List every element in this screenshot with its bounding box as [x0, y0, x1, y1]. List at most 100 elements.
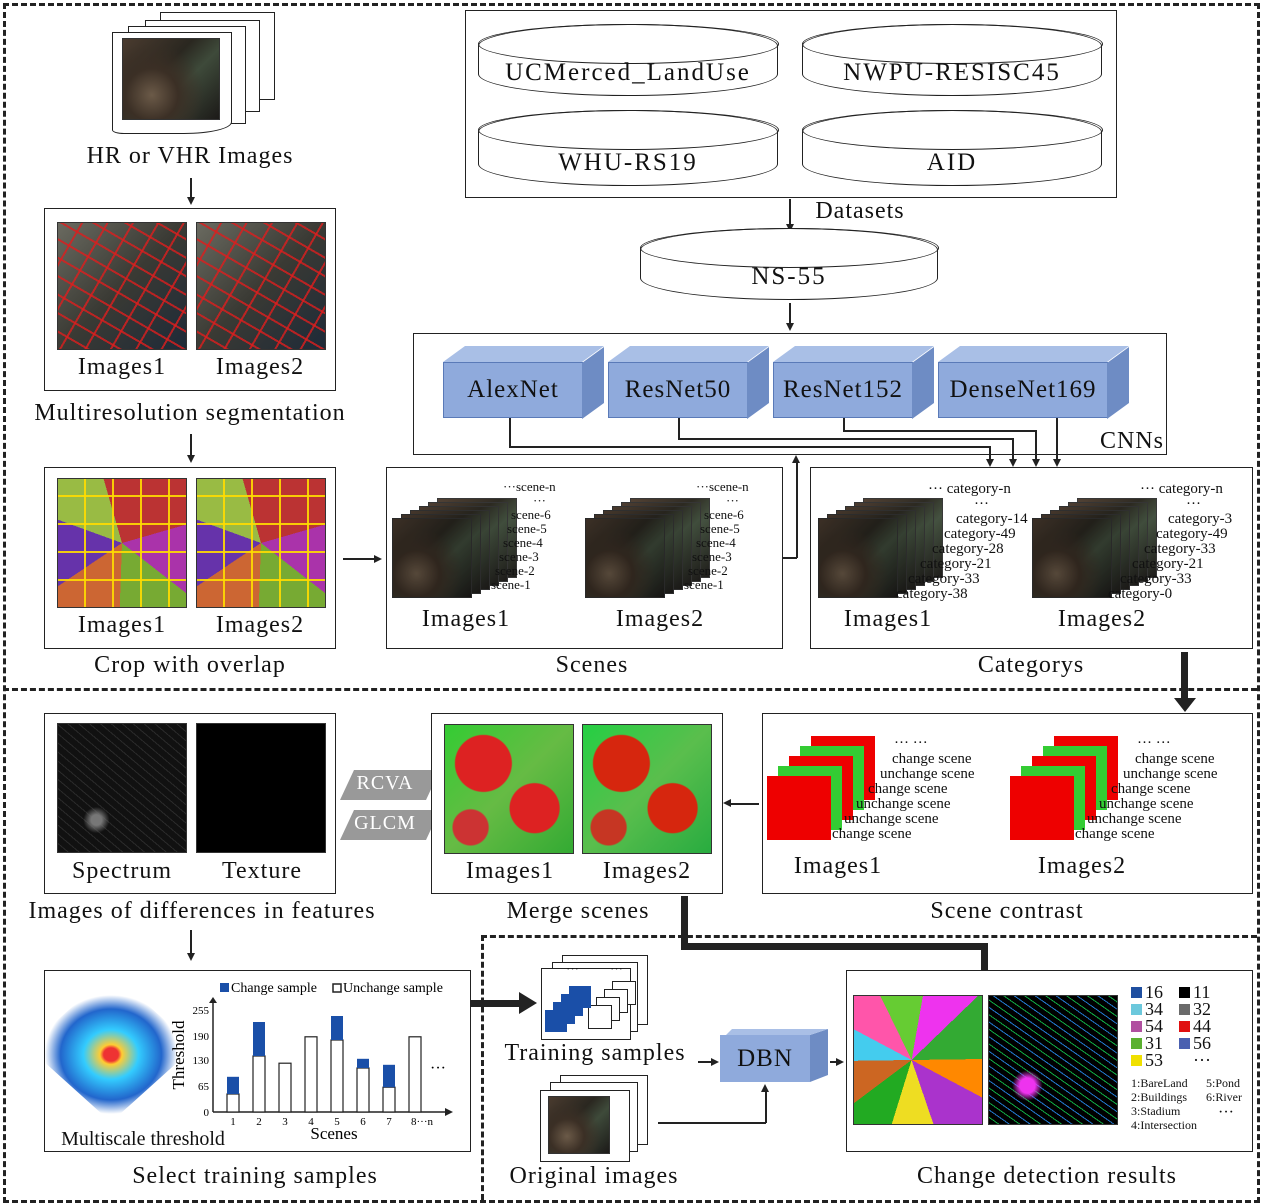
cnn-alexnet: AlexNet — [443, 362, 583, 418]
legend-code: 31 — [1145, 1033, 1163, 1053]
stack-label: change scene — [1111, 781, 1191, 797]
class-label: 2:Buildings — [1131, 1090, 1188, 1104]
crop-label: Crop with overlap — [94, 652, 286, 678]
bar-change — [227, 1076, 239, 1094]
stack-label: category-49 — [944, 526, 1016, 542]
dots: ··· — [566, 961, 579, 976]
x-tick-label: 4 — [308, 1116, 314, 1128]
dataset-name: UCMerced_LandUse — [505, 59, 751, 86]
segmented-image-2 — [196, 222, 326, 350]
stack-label: unchange scene — [844, 811, 939, 827]
merged-image-1 — [444, 724, 574, 854]
bar-unchange — [278, 1062, 292, 1113]
class-label: 1:BareLand — [1131, 1076, 1188, 1090]
stack-label: scene-3 — [499, 549, 539, 564]
legend-item: 54 — [1131, 1016, 1163, 1036]
legend-code: 16 — [1145, 982, 1163, 1002]
stack-label: category-21 — [1132, 556, 1204, 572]
legend-swatch — [1179, 1038, 1190, 1049]
stack-label: scene-1 — [491, 577, 531, 592]
stack-label: scene-2 — [495, 563, 535, 578]
legend-code: 56 — [1193, 1033, 1211, 1053]
stack-label: ···scene-n — [503, 479, 556, 494]
scene-image — [585, 518, 665, 598]
stack-label: change scene — [832, 826, 912, 842]
stack-label: category-3 — [1168, 511, 1233, 527]
stack-label: ··· category-n — [1140, 481, 1223, 497]
stack-label: category-33 — [1120, 571, 1192, 587]
bar-change — [331, 1016, 343, 1040]
legend-item: 34 — [1131, 1000, 1163, 1018]
y-tick-label: 255 — [193, 1005, 210, 1017]
stack-label: change scene — [1135, 751, 1215, 767]
scene-square — [1010, 776, 1074, 840]
legend-change-label: Change sample — [231, 981, 317, 996]
y-axis-label: Threshold — [170, 1020, 188, 1089]
texture-label: Texture — [222, 858, 302, 884]
cropped-image-1 — [57, 478, 187, 608]
legend-item: 53 — [1131, 1051, 1163, 1069]
legend-swatch — [1131, 1004, 1142, 1015]
cnn-resnet50: ResNet50 — [608, 362, 748, 418]
dataset-name: WHU-RS19 — [558, 149, 698, 176]
hr-image — [122, 38, 220, 120]
cnn-resnet152: ResNet152 — [773, 362, 913, 418]
stack-label: category-28 — [932, 541, 1004, 557]
legend-item: 11 — [1179, 983, 1210, 1001]
outer-border — [3, 3, 1260, 1203]
legend-unchange-label: Unchange sample — [343, 981, 443, 996]
stack-label: unchange scene — [1099, 796, 1194, 812]
legend-item: 32 — [1179, 999, 1211, 1019]
image-label: Images2 — [615, 606, 705, 632]
bar-unchange — [252, 1055, 266, 1113]
legend-swatch — [1131, 1055, 1142, 1066]
scene-image — [392, 518, 472, 598]
spectrum-label: Spectrum — [72, 858, 172, 884]
stack-label: scene-6 — [704, 507, 744, 522]
legend-code: 32 — [1193, 999, 1211, 1019]
legend-item: 56 — [1179, 1033, 1211, 1053]
dots: ··· — [1186, 496, 1201, 512]
image-label: Images2 — [602, 858, 692, 884]
texture-image — [196, 723, 326, 853]
cropped-image-2 — [196, 478, 326, 608]
training-samples-label: Training samples — [504, 1040, 686, 1066]
x-tick-label: 5 — [334, 1116, 340, 1128]
bar-unchange — [382, 1086, 396, 1113]
sample-tile — [545, 1010, 567, 1032]
merge-label: Merge scenes — [506, 898, 650, 924]
dots: ··· — [726, 493, 739, 508]
bar-change — [383, 1064, 395, 1088]
stack-label: scene-5 — [507, 521, 547, 536]
dataset-cylinder: AID — [801, 109, 1103, 186]
image-label: Images1 — [77, 354, 167, 380]
legend-swatch — [1131, 1021, 1142, 1032]
legend-more: ··· — [1193, 1050, 1211, 1070]
scene-contrast-label: Scene contrast — [930, 898, 1084, 924]
results-label: Change detection results — [917, 1163, 1177, 1189]
legend-code: 54 — [1145, 1016, 1163, 1036]
multiscale-label: Multiscale threshold — [61, 1128, 225, 1150]
spectrum-image — [57, 723, 187, 853]
categorys-label: Categorys — [977, 652, 1085, 678]
stack-label: category-49 — [1156, 526, 1228, 542]
legend-swatch — [1131, 1038, 1142, 1049]
legend-swatch — [1179, 987, 1190, 998]
section-divider — [481, 935, 484, 1200]
legend-unchange-swatch — [332, 983, 342, 993]
segmented-image-1 — [57, 222, 187, 350]
x-axis-arrow — [445, 1108, 453, 1116]
image-label: Images1 — [843, 606, 933, 632]
legend-item: 44 — [1179, 1017, 1211, 1035]
dataset-name: NWPU-RESISC45 — [843, 59, 1061, 86]
image-label: Images1 — [793, 853, 883, 879]
dots: ··· ··· — [1137, 735, 1171, 751]
dbn-top — [726, 1029, 828, 1035]
scene-square — [767, 776, 831, 840]
image-label: Images1 — [421, 606, 511, 632]
stack-label: category-0 — [1108, 586, 1173, 602]
stack-label: ···scene-n — [696, 479, 749, 494]
stack-label: scene-3 — [692, 549, 732, 564]
